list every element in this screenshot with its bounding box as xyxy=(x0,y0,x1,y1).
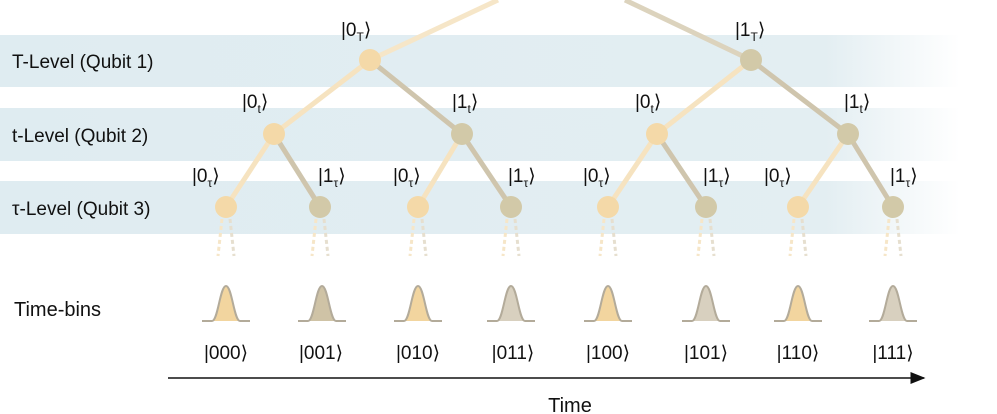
level-label-t: t-Level (Qubit 2) xyxy=(12,126,148,147)
branch-t1-tau0 xyxy=(415,132,465,209)
pulses xyxy=(202,284,917,322)
branch-t2-tau1 xyxy=(654,132,709,209)
time-axis-label: Time xyxy=(548,395,592,414)
pulse-000 xyxy=(202,284,250,322)
node-label-T1: |1T⟩ xyxy=(735,20,765,44)
node-tau2 xyxy=(407,196,429,218)
state-label-111: |111⟩ xyxy=(872,343,913,364)
branch-T1-t0 xyxy=(655,58,753,136)
node-tau3 xyxy=(500,196,522,218)
pulse-100 xyxy=(584,284,632,322)
node-T1 xyxy=(740,49,762,71)
node-t3 xyxy=(837,123,859,145)
node-tau5 xyxy=(695,196,717,218)
branch-t2-tau0 xyxy=(605,132,660,209)
branch-T0-t1 xyxy=(368,58,464,136)
node-label-tau3: |1τ⟩ xyxy=(508,166,536,190)
pulse-011 xyxy=(487,284,535,322)
branch-T1-t1 xyxy=(749,58,850,136)
state-label-000: |000⟩ xyxy=(204,343,248,364)
branch-t1-tau1 xyxy=(459,132,514,209)
pulse-110 xyxy=(774,284,822,322)
level-label-tau: τ-Level (Qubit 3) xyxy=(12,199,150,220)
node-label-tau0: |0τ⟩ xyxy=(192,166,220,190)
node-label-t0: |0t⟩ xyxy=(242,92,268,116)
pulse-001 xyxy=(298,284,346,322)
node-label-tau5: |1τ⟩ xyxy=(703,166,731,190)
node-tau6 xyxy=(787,196,809,218)
node-t0 xyxy=(263,123,285,145)
time-bins-label: Time-bins xyxy=(14,299,101,321)
node-label-tau1: |1τ⟩ xyxy=(318,166,346,190)
branch-t0-tau1 xyxy=(271,132,323,209)
node-t2 xyxy=(646,123,668,145)
node-label-tau2: |0τ⟩ xyxy=(393,166,421,190)
branch-t3-tau0 xyxy=(795,132,851,209)
state-label-100: |100⟩ xyxy=(586,343,630,364)
node-tau7 xyxy=(882,196,904,218)
level-label-T: T-Level (Qubit 1) xyxy=(12,52,154,73)
state-label-001: |001⟩ xyxy=(299,343,343,364)
branch-t0-tau0 xyxy=(223,132,277,209)
node-label-tau4: |0τ⟩ xyxy=(583,166,611,190)
node-tau1 xyxy=(309,196,331,218)
pulse-101 xyxy=(682,284,730,322)
level-band-T xyxy=(0,35,960,87)
state-label-010: |010⟩ xyxy=(396,343,440,364)
node-label-t1: |1t⟩ xyxy=(452,92,478,116)
node-label-T0: |0T⟩ xyxy=(341,20,371,44)
node-label-tau7: |1τ⟩ xyxy=(890,166,918,190)
branch-t3-tau1 xyxy=(845,132,896,209)
node-label-tau6: |0τ⟩ xyxy=(764,166,792,190)
state-label-011: |011⟩ xyxy=(492,343,535,364)
node-t1 xyxy=(451,123,473,145)
state-label-110: |110⟩ xyxy=(777,343,820,364)
pulse-111 xyxy=(869,284,917,322)
branch-T0-t0 xyxy=(272,58,372,136)
pulse-010 xyxy=(394,284,442,322)
root-branch-0 xyxy=(368,0,500,63)
level-band-t xyxy=(0,108,960,161)
node-tau4 xyxy=(597,196,619,218)
node-label-t3: |1t⟩ xyxy=(844,92,870,116)
state-label-101: |101⟩ xyxy=(684,343,728,364)
node-tau0 xyxy=(215,196,237,218)
node-label-t2: |0t⟩ xyxy=(635,92,661,116)
continuation-dashes xyxy=(216,218,903,257)
node-T0 xyxy=(359,49,381,71)
root-branch-1 xyxy=(623,0,753,63)
